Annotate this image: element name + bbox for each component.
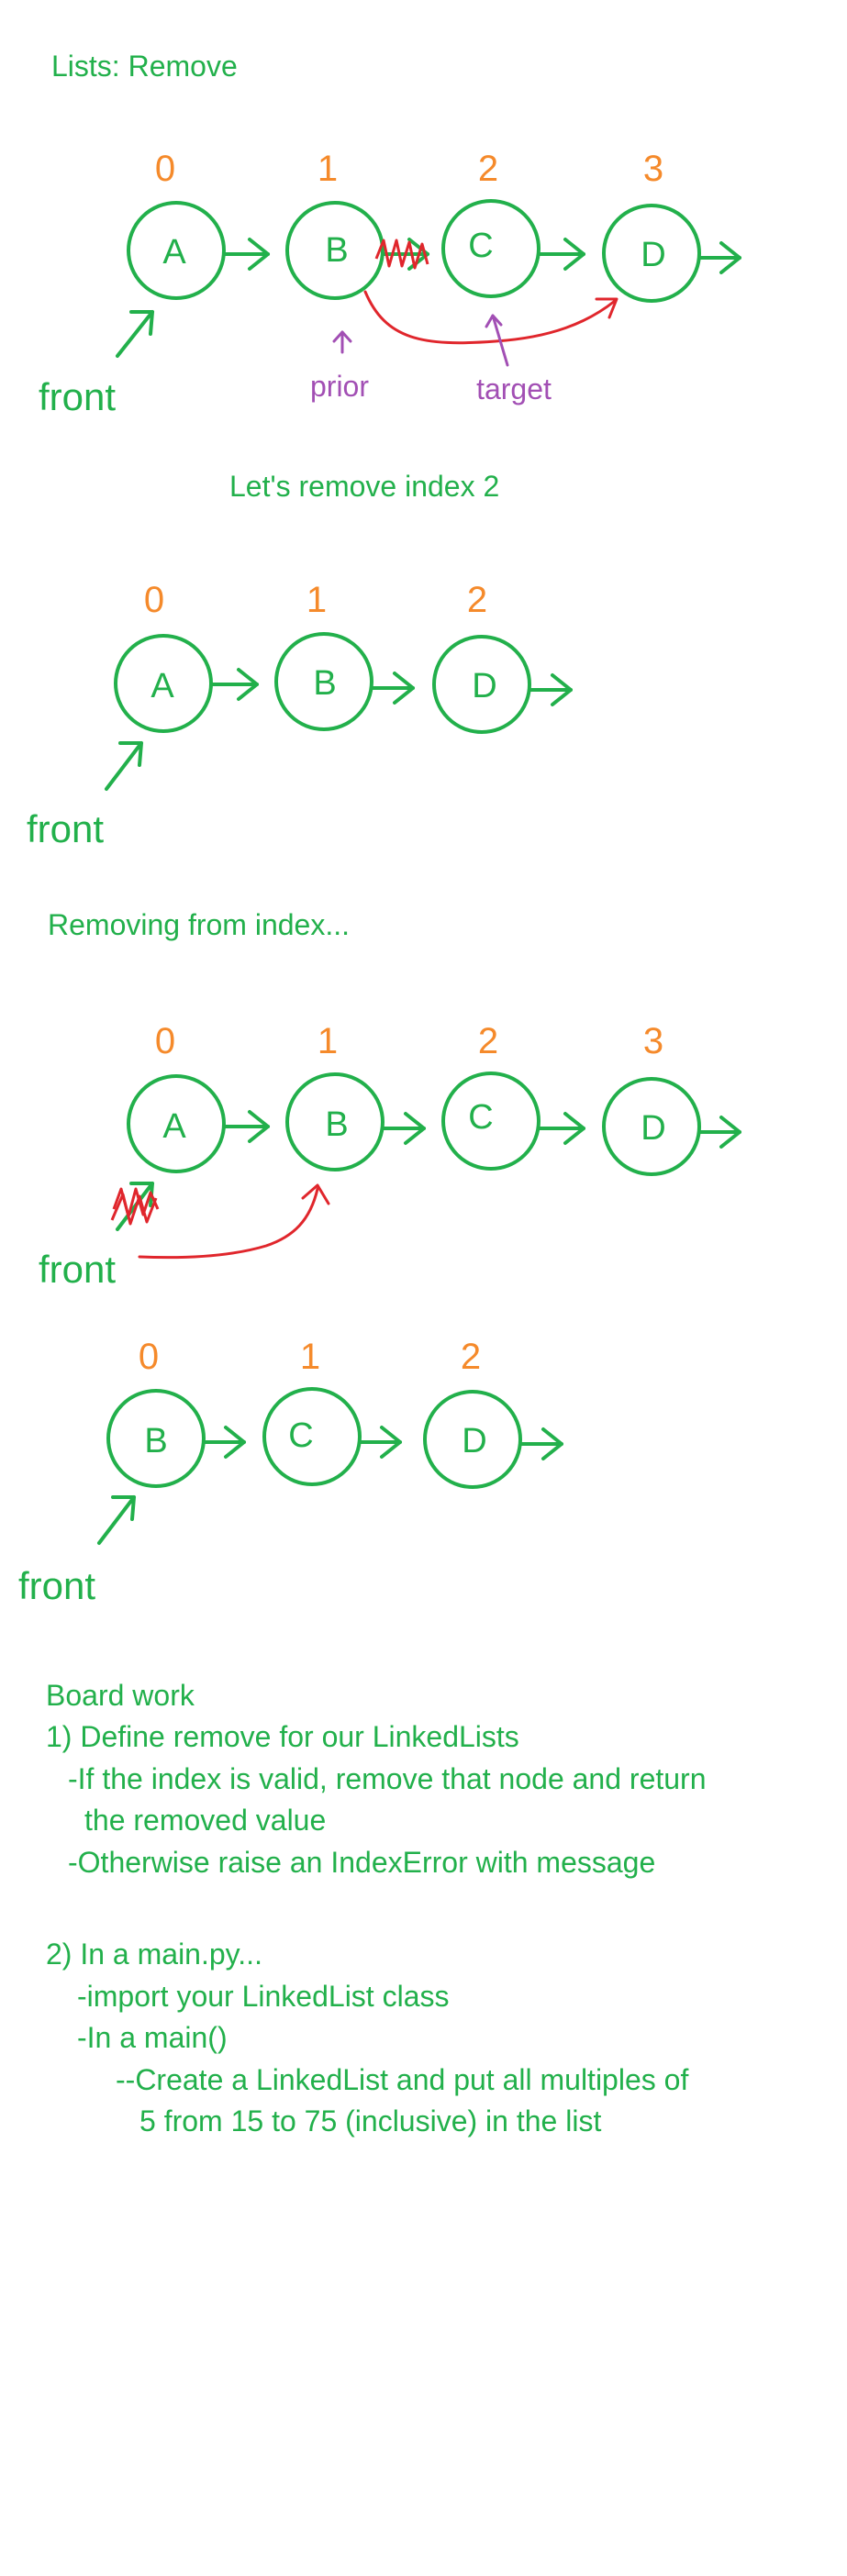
next-arrow <box>358 1426 402 1459</box>
front-label: front <box>39 1248 116 1291</box>
index-label: 1 <box>318 1021 338 1061</box>
index-label: 0 <box>144 580 164 620</box>
target-pointer-arrow <box>485 314 509 367</box>
board-work-line: -In a main() <box>77 2021 228 2054</box>
front-label: front <box>18 1564 95 1607</box>
node-circle <box>262 1387 362 1486</box>
index-label: 1 <box>300 1337 320 1377</box>
next-arrow <box>211 668 259 701</box>
caption-remove-index: Let's remove index 2 <box>229 470 500 503</box>
node-circle <box>127 201 226 300</box>
index-label: 2 <box>478 1021 498 1061</box>
node-circle <box>602 204 701 303</box>
node-value: D <box>472 667 496 705</box>
node-circle <box>274 632 373 731</box>
front-pointer-arrow <box>105 741 143 791</box>
board-work-line: --Create a LinkedList and put all multip… <box>116 2063 689 2096</box>
node-value: A <box>162 1107 186 1146</box>
next-arrow <box>382 1112 426 1145</box>
node-circle <box>441 1071 541 1171</box>
node-value: D <box>641 236 665 274</box>
target-label: target <box>476 372 552 405</box>
index-label: 2 <box>467 580 487 620</box>
node-circle <box>285 1072 384 1171</box>
front-pointer-arrow-crossed-out <box>110 1182 160 1231</box>
next-arrow <box>697 1116 741 1149</box>
next-arrow <box>222 238 270 271</box>
index-label: 1 <box>306 580 327 620</box>
board-work-line: -Otherwise raise an IndexError with mess… <box>68 1846 656 1879</box>
node-value: B <box>144 1422 167 1460</box>
node-value: A <box>150 667 174 705</box>
node-circle <box>441 199 541 298</box>
node-circle <box>106 1389 206 1488</box>
prior-label: prior <box>310 370 369 403</box>
next-arrow <box>697 241 741 274</box>
node-circle <box>602 1077 701 1176</box>
next-arrow <box>371 672 415 705</box>
index-label: 2 <box>478 149 498 189</box>
diagram-after-remove-front: 0 1 2 B C D front <box>18 1337 563 1607</box>
index-label: 1 <box>318 149 338 189</box>
board-work-line: the removed value <box>84 1804 327 1837</box>
front-label: front <box>39 375 116 418</box>
index-label: 3 <box>643 1021 663 1061</box>
node-value: A <box>162 233 186 272</box>
new-front-pointer-arrow <box>138 1183 330 1260</box>
next-arrow <box>519 1427 563 1460</box>
node-value: B <box>325 231 348 270</box>
index-label: 0 <box>139 1337 159 1377</box>
node-value: C <box>288 1416 313 1455</box>
index-label: 0 <box>155 1021 175 1061</box>
index-label: 2 <box>461 1337 481 1377</box>
node-value: B <box>313 664 336 703</box>
next-arrow <box>222 1110 270 1143</box>
node-circle <box>114 634 213 733</box>
node-circle <box>285 201 384 300</box>
diagram-remove-index-2: 0 1 2 3 A B C D <box>39 149 741 418</box>
node-value: C <box>468 227 493 265</box>
board-work-line: 2) In a main.py... <box>46 1938 262 1971</box>
next-arrow <box>538 238 585 271</box>
next-arrow-crossed-out <box>374 238 429 271</box>
node-value: B <box>325 1105 348 1144</box>
front-pointer-arrow <box>97 1495 136 1545</box>
next-arrow <box>538 1112 585 1145</box>
page-title: Lists: Remove <box>51 50 238 83</box>
diagram-remove-from-front: 0 1 2 3 A B C D <box>39 1021 741 1291</box>
node-circle <box>432 635 531 734</box>
next-arrow <box>529 673 573 706</box>
board-work-line: -import your LinkedList class <box>77 1980 450 2013</box>
node-circle <box>127 1074 226 1173</box>
node-value: C <box>468 1098 493 1137</box>
front-pointer-arrow <box>116 310 154 358</box>
next-arrow <box>202 1426 246 1459</box>
index-label: 3 <box>643 149 663 189</box>
reroute-pointer-arrow <box>363 290 619 345</box>
board-work-heading: Board work <box>46 1679 195 1712</box>
board-work-line: 5 from 15 to 75 (inclusive) in the list <box>139 2104 602 2137</box>
diagram-after-remove: 0 1 2 A B D front <box>27 580 573 850</box>
board-work-line: 1) Define remove for our LinkedLists <box>46 1720 519 1753</box>
front-label: front <box>27 807 104 850</box>
node-value: D <box>462 1422 486 1460</box>
node-value: D <box>641 1109 665 1148</box>
node-circle <box>423 1390 522 1489</box>
caption-removing-from-index: Removing from index... <box>48 908 351 941</box>
prior-pointer-arrow <box>332 330 352 354</box>
index-label: 0 <box>155 149 175 189</box>
board-work-line: -If the index is valid, remove that node… <box>68 1762 707 1795</box>
